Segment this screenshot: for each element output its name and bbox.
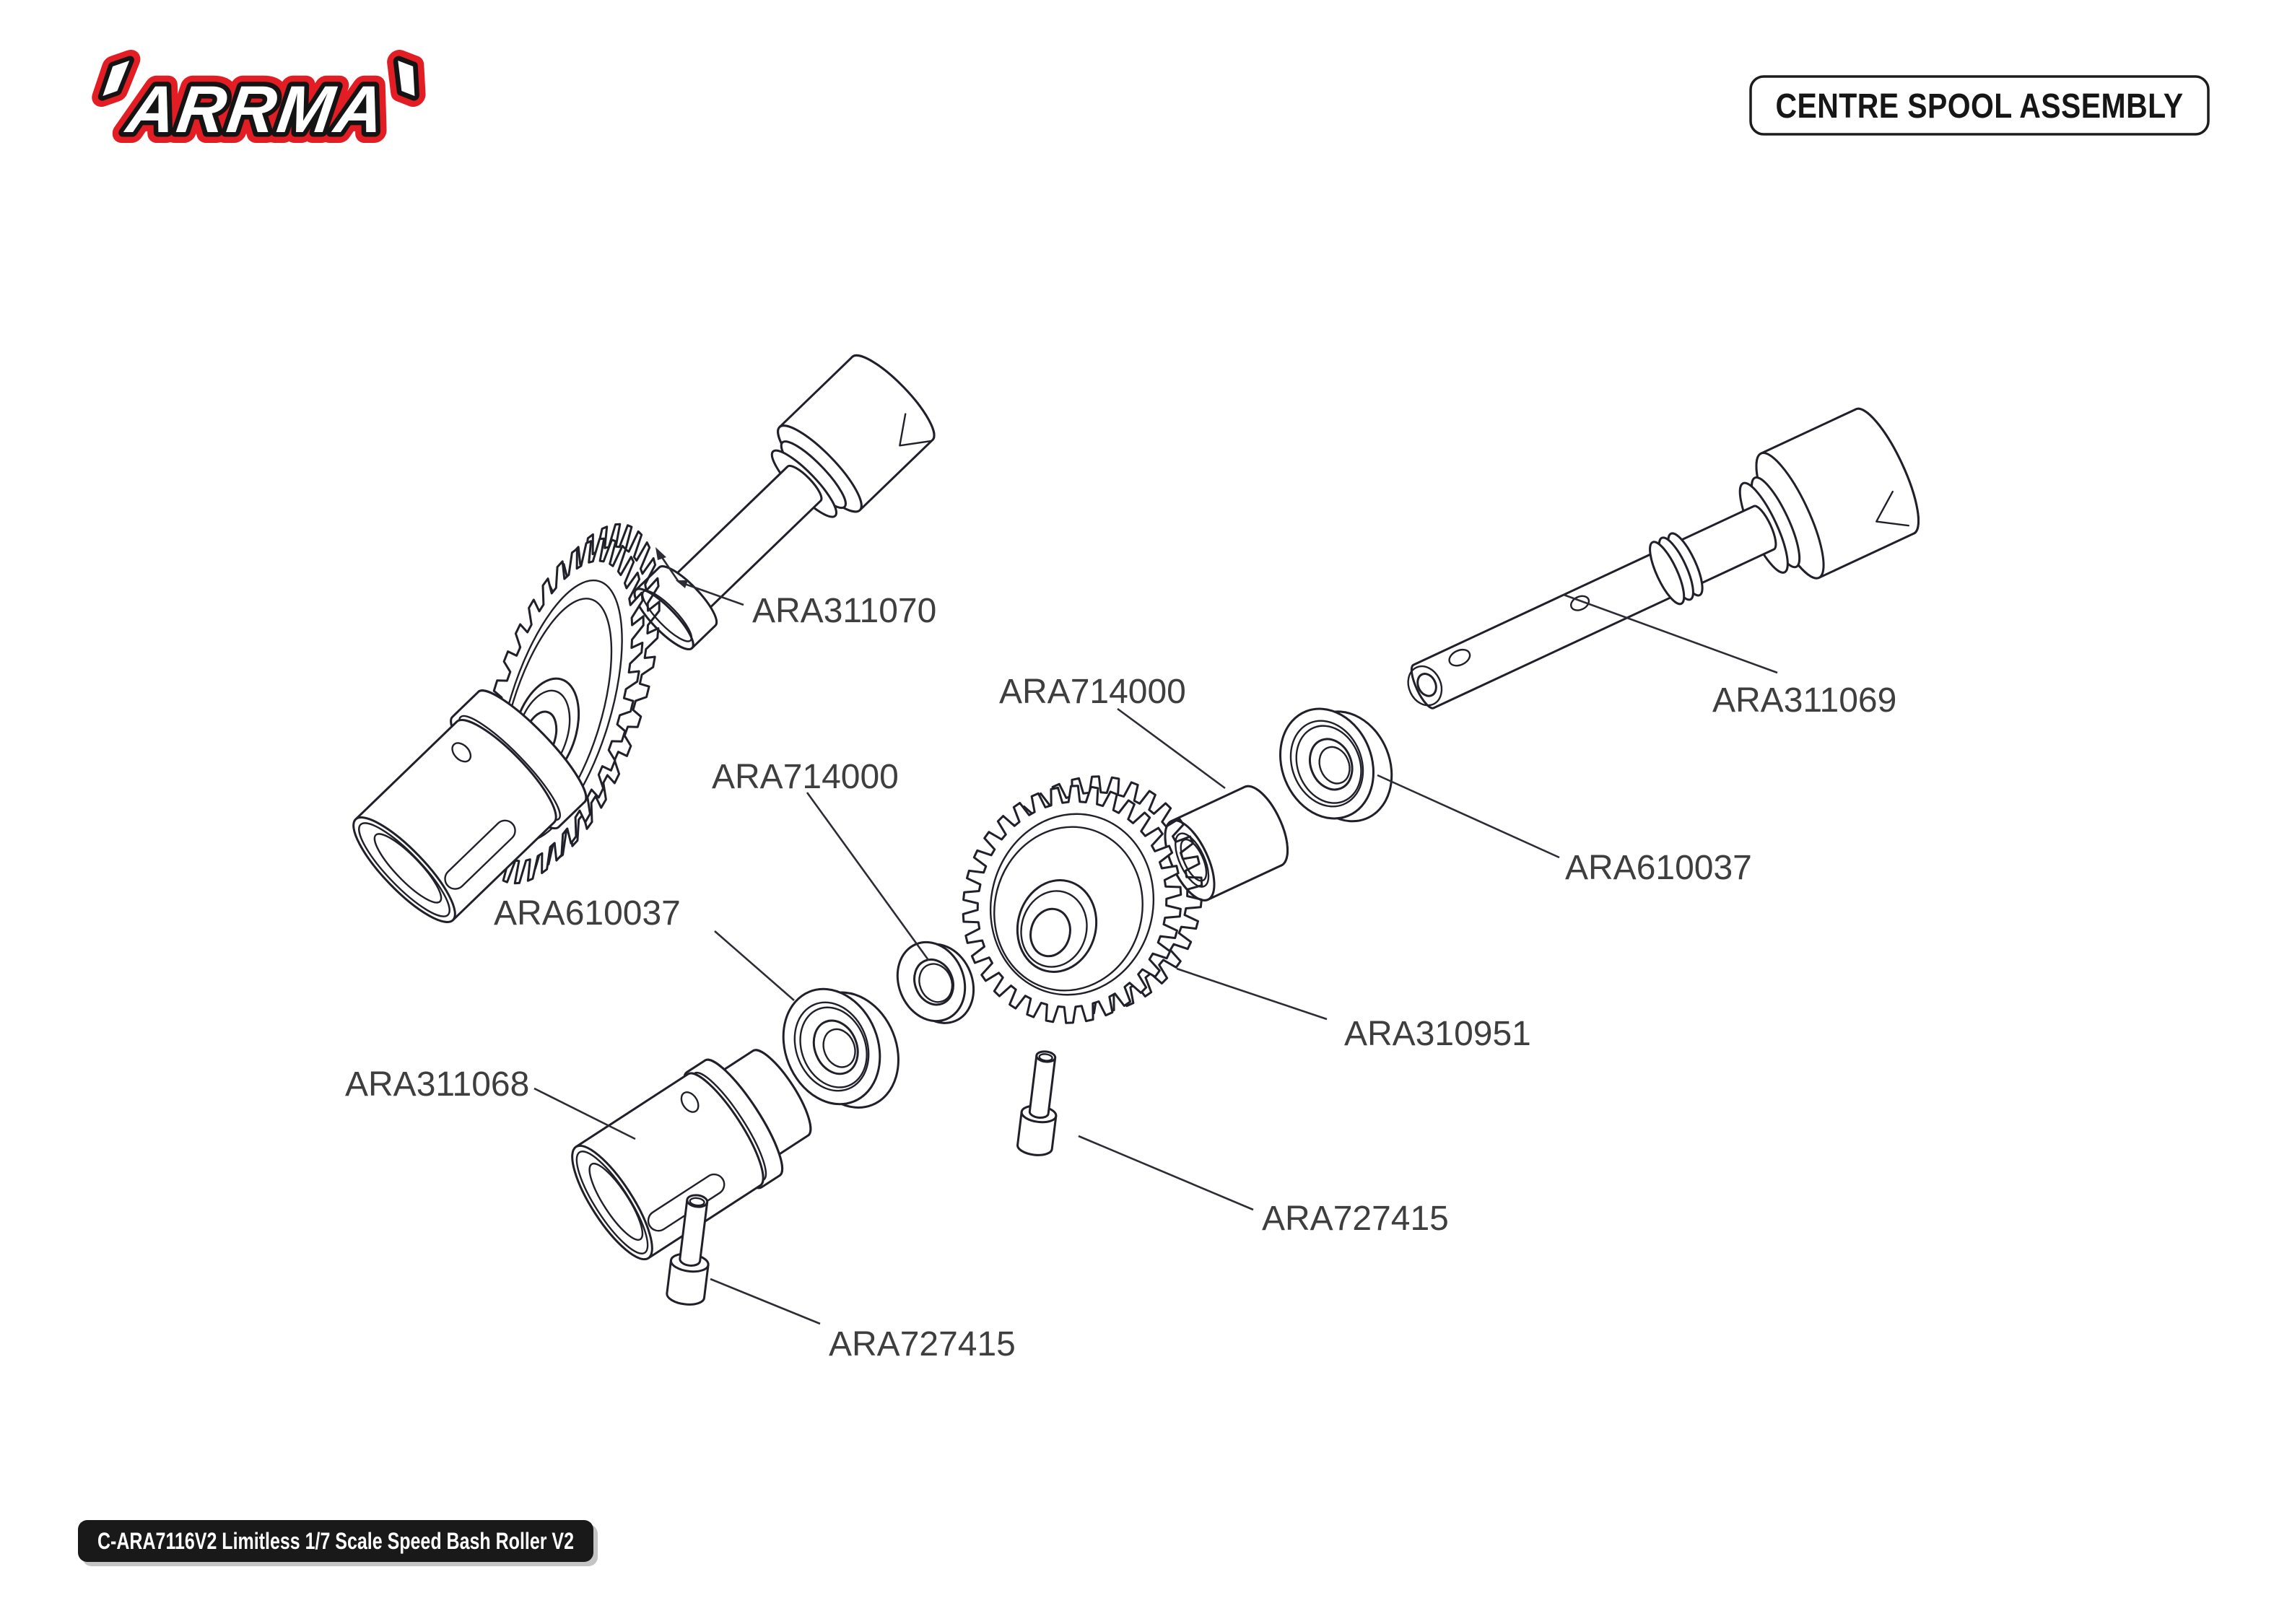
- part-ara727415-pin-low: [666, 1194, 710, 1306]
- title-box: [1749, 75, 2210, 136]
- part-label-ara310951: ARA310951: [1344, 1015, 1531, 1053]
- part-ara311070-gear-shaft-rear: [633, 354, 936, 650]
- footer-badge: C-ARA7116V2 Limitless 1/7 Scale Speed Ba…: [78, 1520, 598, 1566]
- part-ara714000-washer: [896, 940, 975, 1024]
- part-label-ara311069: ARA311069: [1712, 681, 1896, 720]
- part-label-ara311070: ARA311070: [752, 592, 936, 630]
- part-ara610037-bearing-right: [1279, 707, 1393, 823]
- logo-white-face: ARRMA: [103, 61, 415, 147]
- part-ara610037-bearing-left: [782, 987, 899, 1109]
- title-banner: CENTRE SPOOL ASSEMBLY: [1749, 75, 2210, 136]
- part-ara311068-outdrive: [571, 1049, 812, 1261]
- part-ara311069-shaft: [1407, 407, 1920, 710]
- leader-line: [1117, 707, 1226, 790]
- part-label-ara610037-left: ARA610037: [494, 894, 681, 933]
- leader-lines: [533, 547, 1778, 1325]
- part-label-ara311068: ARA311068: [345, 1065, 529, 1104]
- footer-badge-box: [78, 1520, 593, 1562]
- leader-line: [806, 792, 930, 961]
- leader-arrowhead: [676, 580, 688, 588]
- footer-badge-text: C-ARA7116V2 Limitless 1/7 Scale Speed Ba…: [97, 1528, 574, 1554]
- part-labels: ARA311070 ARA714000 ARA311069 ARA610037 …: [345, 592, 1896, 1363]
- leader-line: [714, 930, 795, 1001]
- arrma-logo: ARRMA ARRMA ARRMA: [92, 50, 426, 157]
- page-title: CENTRE SPOOL ASSEMBLY: [1776, 87, 2184, 126]
- leader-line: [533, 1087, 636, 1140]
- leader-arrowhead: [655, 547, 666, 560]
- leader-line: [1377, 774, 1560, 859]
- svg-text:ARRMA: ARRMA: [121, 71, 391, 146]
- part-ara311070-front-cup: [352, 689, 588, 923]
- part-label-ara610037-right: ARA610037: [1565, 849, 1752, 887]
- leader-line: [1176, 967, 1328, 1021]
- part-label-ara714000-left: ARA714000: [712, 758, 899, 796]
- part-label-ara714000-upper: ARA714000: [999, 673, 1186, 711]
- part-ara727415-pin-mid: [1016, 1050, 1058, 1156]
- part-label-ara727415-mid: ARA727415: [1262, 1200, 1449, 1238]
- svg-text:ARRMA: ARRMA: [121, 71, 391, 146]
- leader-line: [1078, 1135, 1254, 1211]
- svg-text:ARRMA: ARRMA: [121, 71, 391, 146]
- leader-line: [1563, 593, 1778, 674]
- leader-line: [710, 1278, 821, 1325]
- part-ara310951-spur-gear: [962, 775, 1203, 1024]
- part-label-ara727415-low: ARA727415: [829, 1325, 1016, 1363]
